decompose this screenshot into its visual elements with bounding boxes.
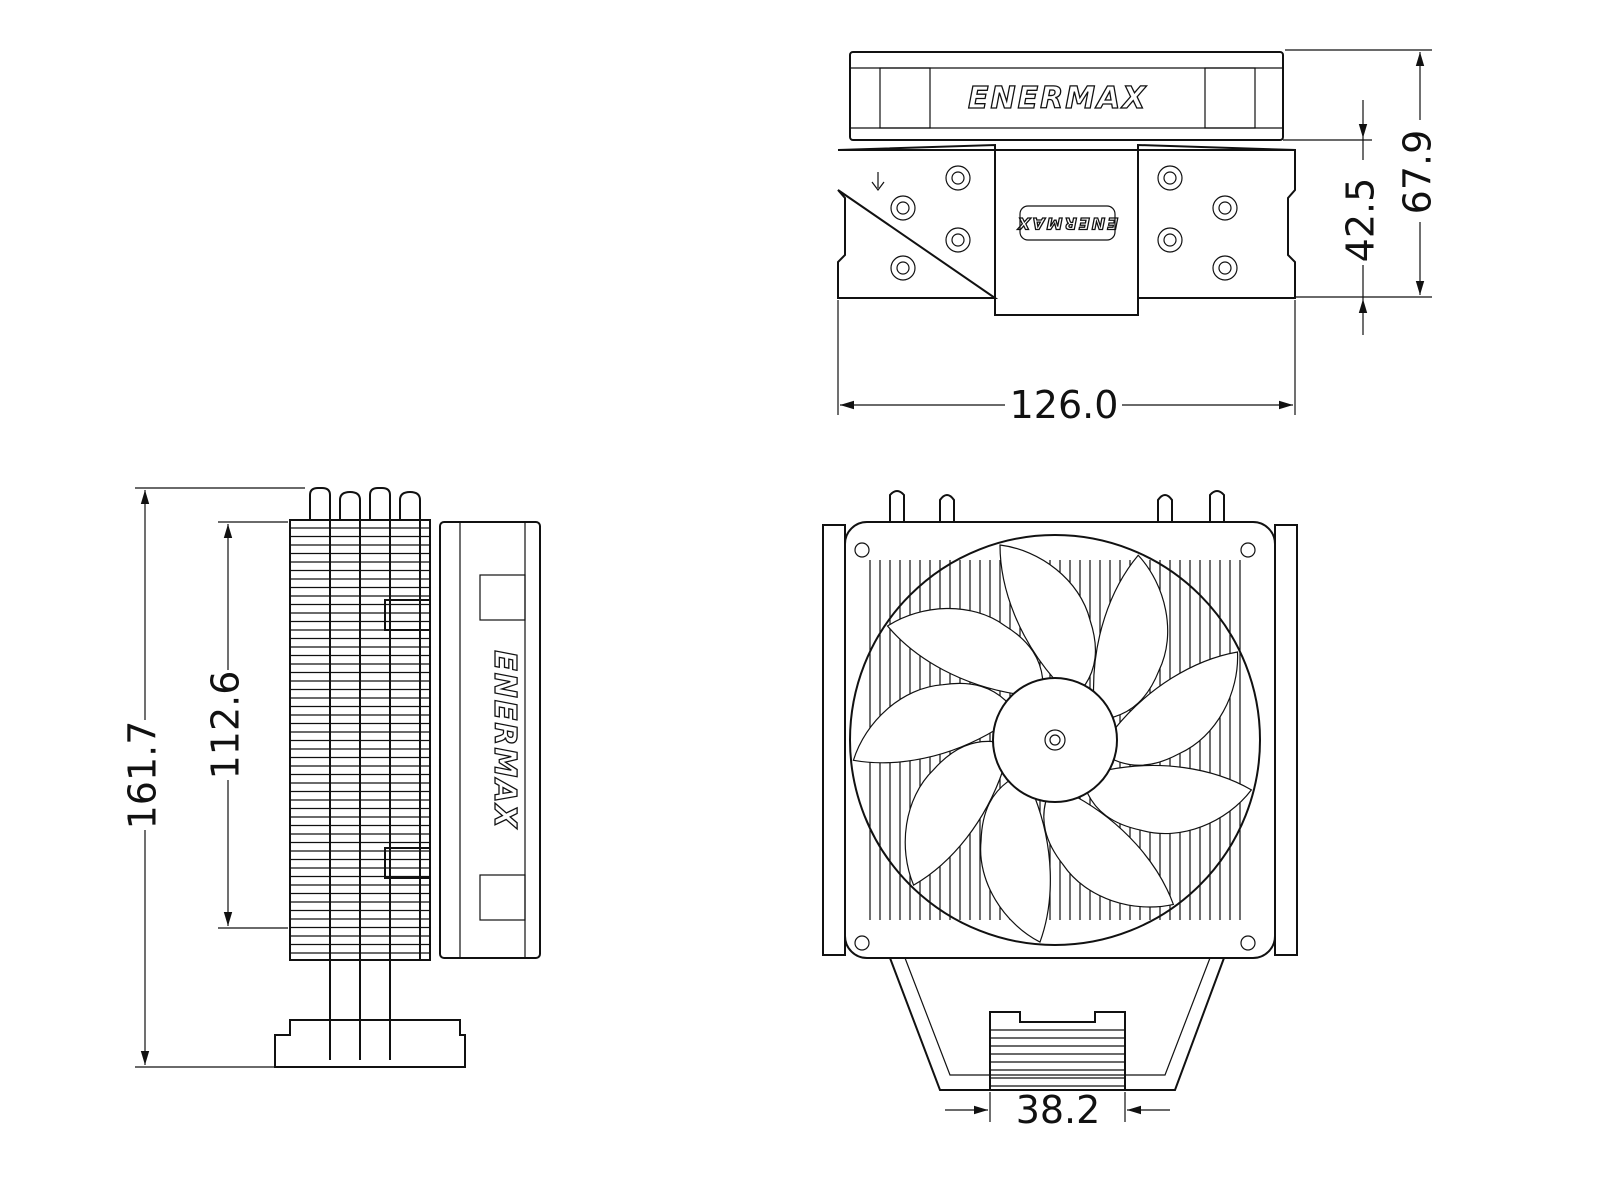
heatpipe-end xyxy=(1212,255,1238,281)
fan-blade xyxy=(886,607,1044,695)
fan-blades xyxy=(852,544,1253,943)
heatpipe-end xyxy=(890,255,916,281)
heatpipe-end-inner xyxy=(896,201,910,215)
fan-blade xyxy=(1092,554,1169,718)
center-logo: ENERMAX xyxy=(1016,214,1118,233)
dimension-126: 126.0 xyxy=(837,300,1296,427)
front-view xyxy=(822,490,1298,1091)
heatpipe-end xyxy=(1157,165,1183,191)
base-front xyxy=(989,1011,1126,1090)
dim-label-top-total: 67.9 xyxy=(1396,130,1440,215)
side-fan xyxy=(439,521,541,959)
fan-shroud xyxy=(849,534,1261,946)
heatpipes-side xyxy=(309,487,421,1060)
dimension-112-6: 112.6 xyxy=(204,521,288,929)
heatpipe-end xyxy=(1157,227,1183,253)
dim-label-side-fin: 112.6 xyxy=(204,671,248,780)
fan-hub xyxy=(992,677,1118,803)
fan-blade xyxy=(852,682,1007,764)
heatpipe-end-inner xyxy=(1218,201,1232,215)
dim-label-base-width: 38.2 xyxy=(1016,1088,1101,1132)
heatpipe-end xyxy=(890,195,916,221)
dim-label-top-width: 126.0 xyxy=(1010,383,1119,427)
dimension-161-7: 161.7 xyxy=(121,487,305,1068)
fan-blade xyxy=(1043,795,1175,908)
heatpipe-end-inner xyxy=(951,171,965,185)
fan-blade xyxy=(1086,764,1253,835)
top-logo: ENERMAX xyxy=(968,81,1147,116)
fan-frame xyxy=(844,521,1276,959)
fan-blade xyxy=(980,780,1051,943)
base-side xyxy=(274,1019,466,1068)
heatpipe-end xyxy=(945,227,971,253)
heatpipe-end-inner xyxy=(1218,261,1232,275)
dimension-42-5: 42.5 xyxy=(1283,100,1383,335)
heatpipe-end-inner xyxy=(951,233,965,247)
dim-label-side-total: 161.7 xyxy=(121,721,165,830)
dimension-67-9: 67.9 xyxy=(1285,49,1440,298)
top-fan-frame xyxy=(849,51,1284,141)
fan-blade xyxy=(904,740,1004,886)
fan-blade xyxy=(1113,651,1239,766)
heatpipes-lower xyxy=(889,957,1225,1091)
heatpipe-end-inner xyxy=(1163,171,1177,185)
heatpipe-tops xyxy=(889,490,1225,522)
center-logo-plate xyxy=(1019,205,1116,241)
side-view: ENERMAX xyxy=(274,487,541,1068)
heatpipe-end xyxy=(1212,195,1238,221)
fan-blade xyxy=(999,544,1096,686)
heatpipe-ends xyxy=(890,165,1238,281)
heatpipe-end-inner xyxy=(896,261,910,275)
heatsink-top-outline xyxy=(837,143,1296,316)
top-view: ENERMAX ENERMAX xyxy=(837,51,1296,316)
direction-arrow-icon xyxy=(871,172,885,191)
heatpipe-end-inner xyxy=(1163,233,1177,247)
heatpipe-end xyxy=(945,165,971,191)
dim-label-top-small: 42.5 xyxy=(1339,178,1383,263)
dimension-38-2: 38.2 xyxy=(945,1088,1170,1132)
side-logo: ENERMAX xyxy=(487,650,522,829)
